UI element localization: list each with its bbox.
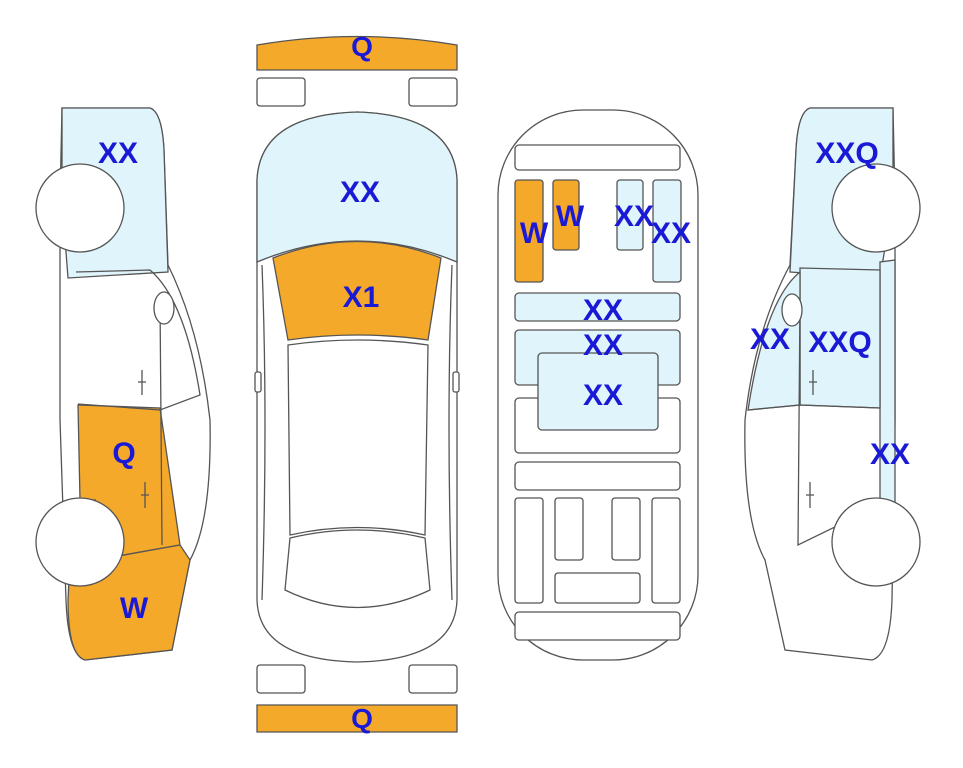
label-right-front-fender: XXQ	[815, 137, 878, 170]
under-left-rail-1	[514, 179, 544, 283]
under-crossmember-1	[514, 292, 681, 322]
damage-labels: Q Q XX X1 XX Q W W W XX XX XX XX XX XXQ …	[98, 31, 910, 734]
label-rear-bumper: Q	[351, 703, 373, 734]
label-top-hood: XX	[340, 176, 380, 209]
left-mirror	[153, 291, 175, 325]
under-rear-inner-left	[554, 497, 584, 561]
left-handle-2	[141, 482, 149, 508]
front-bumper-panel	[256, 35, 458, 71]
left-side-view	[35, 107, 211, 661]
front-light-left	[256, 77, 306, 107]
right-side-view	[744, 107, 921, 661]
label-under-left-2: W	[556, 200, 585, 233]
underside-view	[497, 109, 699, 661]
label-under-crossmember-1: XX	[583, 294, 623, 327]
under-right-rail-1	[616, 179, 644, 251]
under-rear-inner-right	[611, 497, 641, 561]
left-front-wheel	[35, 163, 125, 253]
label-under-center: XX	[583, 379, 623, 412]
right-handle-1	[809, 370, 817, 395]
label-left-rear-door: Q	[112, 437, 135, 470]
top-right-pillar	[448, 264, 453, 601]
under-front-bar	[514, 144, 681, 171]
label-left-front-fender: XX	[98, 137, 138, 170]
under-rear-bar	[554, 572, 641, 604]
label-right-rear-quarter: XX	[870, 438, 910, 471]
rear-light-right	[408, 664, 458, 694]
front-light-right	[408, 77, 458, 107]
left-handle-1	[138, 370, 146, 395]
top-windshield-panel	[272, 240, 442, 341]
rear-bumper-panel	[256, 704, 458, 733]
under-rear-left-rail	[514, 497, 544, 604]
under-tail-bar	[514, 611, 681, 641]
under-left-rail-2	[552, 179, 580, 251]
under-right-rail-2	[652, 179, 682, 283]
left-door-line	[159, 299, 163, 546]
label-under-right-2: XX	[651, 217, 691, 250]
label-under-right-1: XX	[614, 200, 654, 233]
right-front-wheel	[831, 163, 921, 253]
right-mirror-top	[452, 371, 460, 393]
label-under-left-1: W	[520, 217, 549, 250]
left-rear-wheel	[35, 497, 125, 587]
rear-light-left	[256, 664, 306, 694]
right-mirror	[781, 293, 803, 327]
label-under-crossmember-2: XX	[583, 329, 623, 362]
top-left-pillar	[261, 264, 266, 601]
under-center-panel	[537, 352, 659, 431]
under-rear-right-rail	[651, 497, 681, 604]
label-right-rocker: XX	[750, 323, 790, 356]
left-window-line	[75, 269, 201, 411]
top-roof	[287, 339, 429, 536]
under-rear-crossmember	[514, 461, 681, 491]
right-handle-2	[806, 482, 814, 508]
label-front-bumper: Q	[351, 31, 373, 62]
label-right-door: XXQ	[808, 326, 871, 359]
label-top-windshield: X1	[343, 281, 380, 314]
top-view	[254, 35, 460, 733]
label-left-rear-quarter: W	[120, 592, 149, 625]
top-rear-window	[284, 529, 431, 609]
right-rear-wheel	[831, 497, 921, 587]
left-mirror-top	[254, 371, 262, 393]
